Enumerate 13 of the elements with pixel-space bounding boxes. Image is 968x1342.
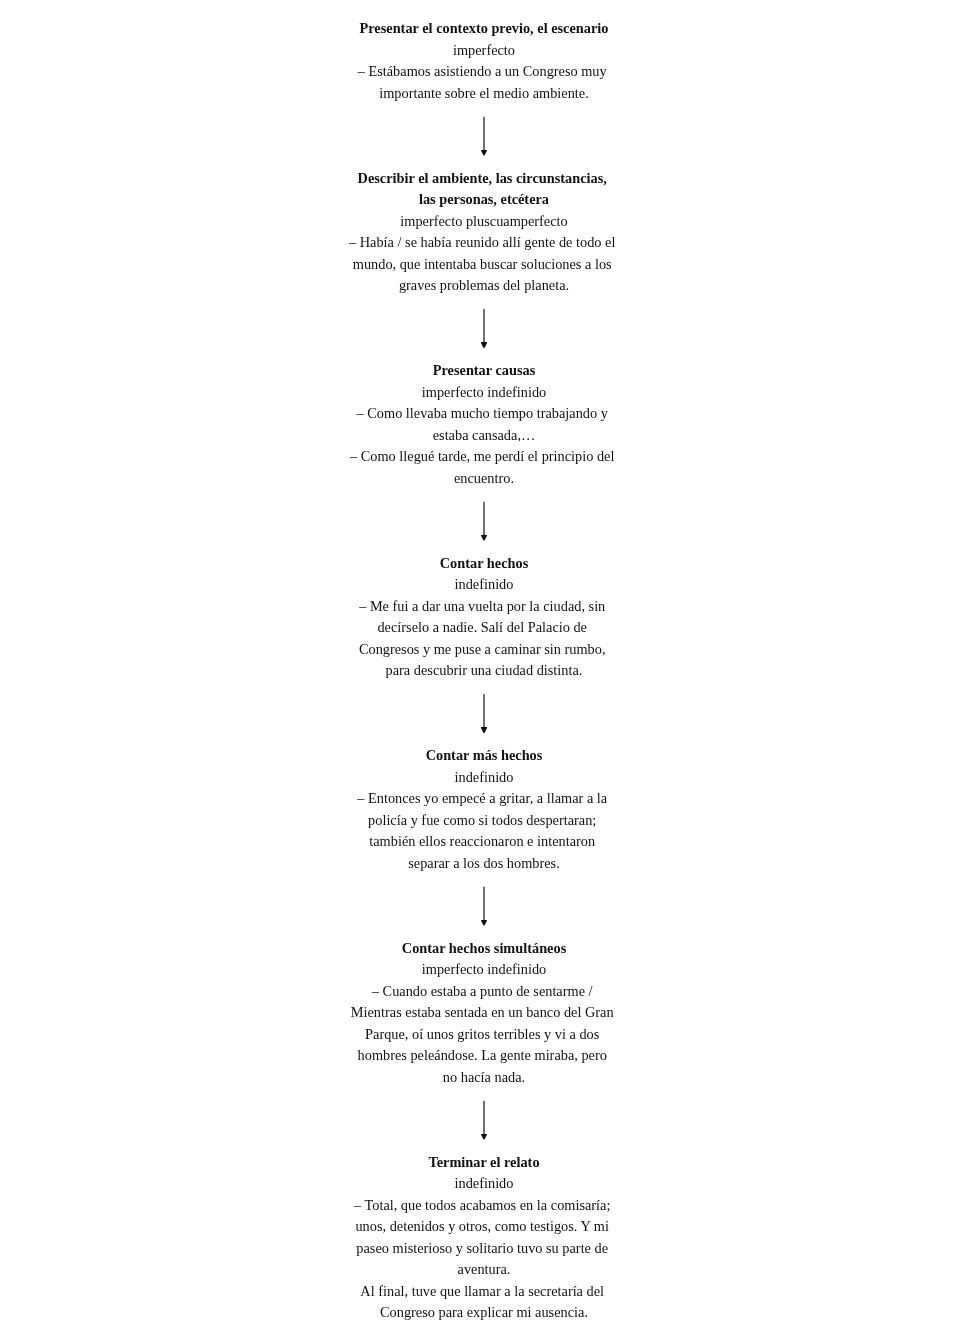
arrow (480, 308, 488, 349)
node-text: Contar hechos indefinido – Me fui a dar una vuelta por la ciudad, sin decírselo a nadie. Salí del Palacio de Congresos y me puse a caminar sin rumbo, para descubrir una ciudad distinta. (358, 555, 606, 679)
node-text: Presentar el contexto previo, el escenario imperfecto – Estábamos asistiendo a un Congreso muy importante sobre el medio ambiente. (357, 20, 609, 102)
arrow (480, 500, 488, 542)
node-text: Contar más hechos indefinido – Entonces yo empecé a gritar, a llamar a la policía y fue como si todos despertaran; también ellos reaccionaron e intentaron separar a los dos hombres. (357, 747, 608, 872)
node-text: Contar hechos simultáneos imperfecto indefinido – Cuando estaba a punto de sentarme / Mientras estaba sentada en un banco del Gran Parque, oí unos gritos terribles y vi a dos hombres peleándose. La gente miraba, pero no hacía nada. (350, 940, 614, 1086)
arrow (480, 1099, 488, 1141)
node-text: Presentar causas imperfecto indefinido – Como llevaba mucho tiempo trabajando y estaba cansada,… – Como llegué tarde, me perdí el principio del encuentro. (350, 362, 615, 487)
arrow (480, 693, 488, 734)
node-text: Terminar el relato indefinido – Total, que todos acabamos en la comisaría; unos, detenidos y otros, como testigos. Y mi paseo misterioso y solitario tuvo su parte de aventura. Al final, tuve que llamar a la secretaría del Congreso para explicar mi ausencia. (354, 1154, 611, 1321)
arrow (480, 115, 488, 157)
node-text: Describir el ambiente, las circunstancias, las personas, etcétera imperfecto pluscuamperfecto – Había / se había reunido allí gente de todo el mundo, que intentaba buscar soluciones a los graves problemas del planeta. (349, 170, 616, 294)
arrow (480, 885, 488, 927)
